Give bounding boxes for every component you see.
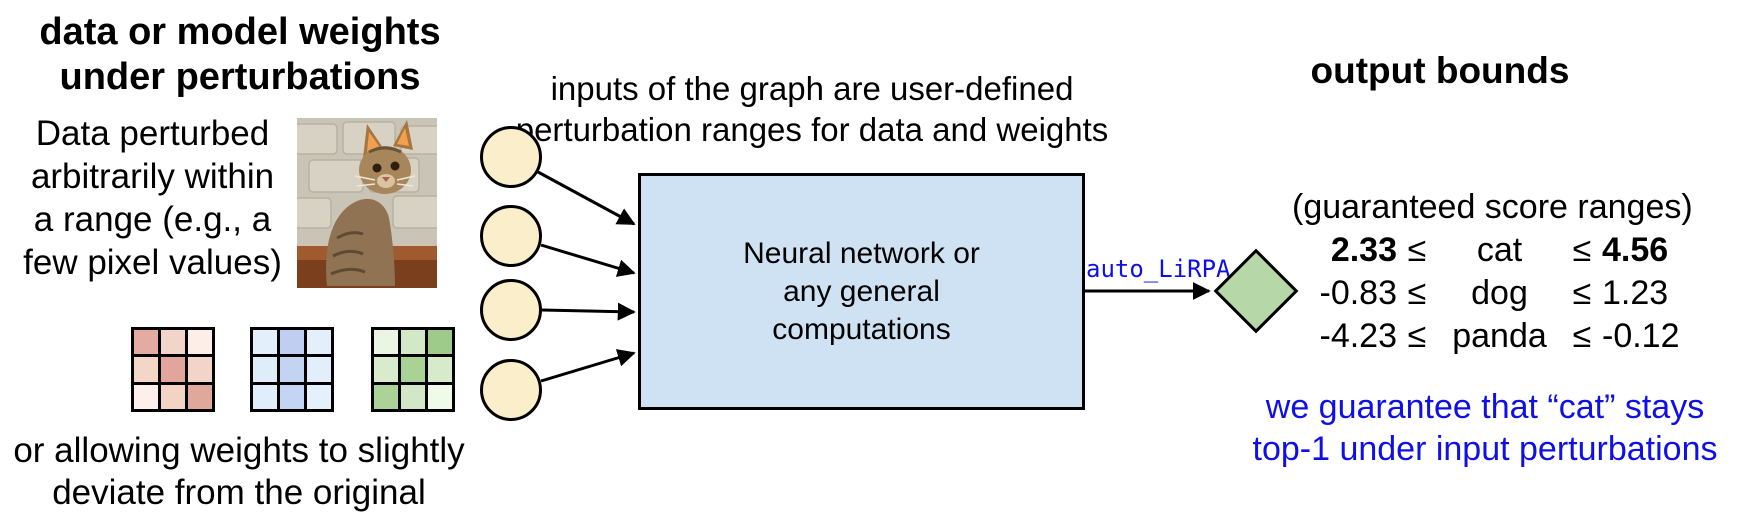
score-bounds-block: (guaranteed score ranges) 2.33 ≤ cat ≤ 4…	[1292, 186, 1749, 358]
neural-network-box-label: Neural network or any general computatio…	[743, 235, 980, 349]
weight-cell	[374, 330, 398, 355]
leq-sign: ≤	[1407, 274, 1427, 312]
weight-cell	[374, 384, 398, 409]
weight-cell	[188, 357, 212, 382]
upper-bound: 1.23	[1602, 274, 1669, 312]
bound-row-panda: -4.23 ≤ panda ≤ -0.12	[1292, 315, 1749, 358]
footer-line: deviate from the original	[52, 473, 426, 512]
auto-lirpa-label: auto_LiRPA	[1086, 255, 1231, 283]
input-node-3	[480, 279, 542, 341]
weight-cell	[280, 384, 304, 409]
leq-sign: ≤	[1407, 231, 1427, 269]
desc-line: arbitrarily within	[30, 157, 275, 196]
weight-cell	[428, 384, 452, 409]
output-bounds-title: output bounds	[1310, 50, 1570, 91]
weight-cell	[280, 357, 304, 382]
weight-cell	[253, 384, 277, 409]
lower-bound: 2.33	[1330, 231, 1397, 269]
weight-cell	[188, 384, 212, 409]
leq-sign: ≤	[1407, 317, 1427, 355]
weight-grid-red	[131, 327, 215, 412]
weight-cell	[428, 357, 452, 382]
box-line: computations	[772, 312, 951, 346]
footer-line: or allowing weights to slightly	[13, 431, 465, 470]
weight-cell	[134, 330, 158, 355]
class-label: panda	[1452, 317, 1547, 355]
guarantee-line: top-1 under input perturbations	[1252, 430, 1718, 468]
weight-cell	[428, 330, 452, 355]
class-label: cat	[1476, 231, 1523, 269]
desc-line: a range (e.g., a	[33, 200, 272, 239]
bound-row-dog: -0.83 ≤ dog ≤ 1.23	[1292, 272, 1749, 315]
data-perturbation-description: Data perturbed arbitrarily within a rang…	[0, 112, 305, 284]
weight-cell	[307, 384, 331, 409]
weight-cell	[161, 330, 185, 355]
left-title: data or model weights under perturbation…	[20, 10, 460, 100]
leq-sign: ≤	[1572, 274, 1592, 312]
input-arrow-2	[540, 243, 636, 277]
lower-bound: -4.23	[1319, 317, 1398, 355]
input-arrow-3	[541, 302, 636, 321]
weight-cell	[188, 330, 212, 355]
box-line: Neural network or	[743, 236, 980, 270]
weight-cell	[280, 330, 304, 355]
graph-inputs-caption: inputs of the graph are user-defined per…	[492, 68, 1132, 150]
weight-cell	[307, 330, 331, 355]
bound-row-cat: 2.33 ≤ cat ≤ 4.56	[1292, 229, 1749, 272]
weight-cell	[134, 357, 158, 382]
left-title-line1: data or model weights	[39, 11, 441, 53]
stone-blocks	[297, 121, 437, 229]
weight-cell	[253, 330, 277, 355]
weight-grid-blue	[250, 327, 334, 412]
upper-bound: 4.56	[1602, 231, 1669, 269]
neural-network-box: Neural network or any general computatio…	[638, 173, 1085, 410]
caption-line: perturbation ranges for data and weights	[515, 111, 1109, 148]
leq-sign: ≤	[1572, 231, 1592, 269]
weight-cell	[401, 330, 425, 355]
input-arrow-1	[537, 170, 636, 226]
weight-cell	[134, 384, 158, 409]
caption-line: inputs of the graph are user-defined	[550, 70, 1074, 107]
input-node-1	[480, 126, 542, 188]
weight-grid-green	[371, 327, 455, 412]
weight-cell	[253, 357, 277, 382]
weight-cell	[401, 384, 425, 409]
upper-bound: -0.12	[1602, 317, 1680, 355]
left-title-line2: under perturbations	[59, 56, 421, 98]
input-node-4	[480, 359, 542, 421]
guarantee-line: we guarantee that “cat” stays	[1265, 388, 1705, 426]
box-line: any general	[783, 274, 940, 308]
input-node-2	[480, 205, 542, 267]
weight-cell	[161, 357, 185, 382]
weight-perturbation-description: or allowing weights to slightly deviate …	[0, 430, 478, 514]
class-label: dog	[1471, 274, 1528, 312]
guarantee-note: we guarantee that “cat” stays top-1 unde…	[1235, 386, 1735, 470]
cat-photo	[297, 118, 437, 288]
weight-cell	[307, 357, 331, 382]
desc-line: few pixel values)	[23, 243, 282, 282]
bounds-subtitle: (guaranteed score ranges)	[1292, 188, 1693, 226]
desc-line: Data perturbed	[35, 114, 270, 153]
leq-sign: ≤	[1572, 317, 1592, 355]
weight-cell	[374, 357, 398, 382]
weight-cell	[401, 357, 425, 382]
lower-bound: -0.83	[1319, 274, 1398, 312]
cat-figure	[326, 120, 416, 286]
weight-cell	[161, 384, 185, 409]
input-arrow-4	[540, 349, 636, 383]
